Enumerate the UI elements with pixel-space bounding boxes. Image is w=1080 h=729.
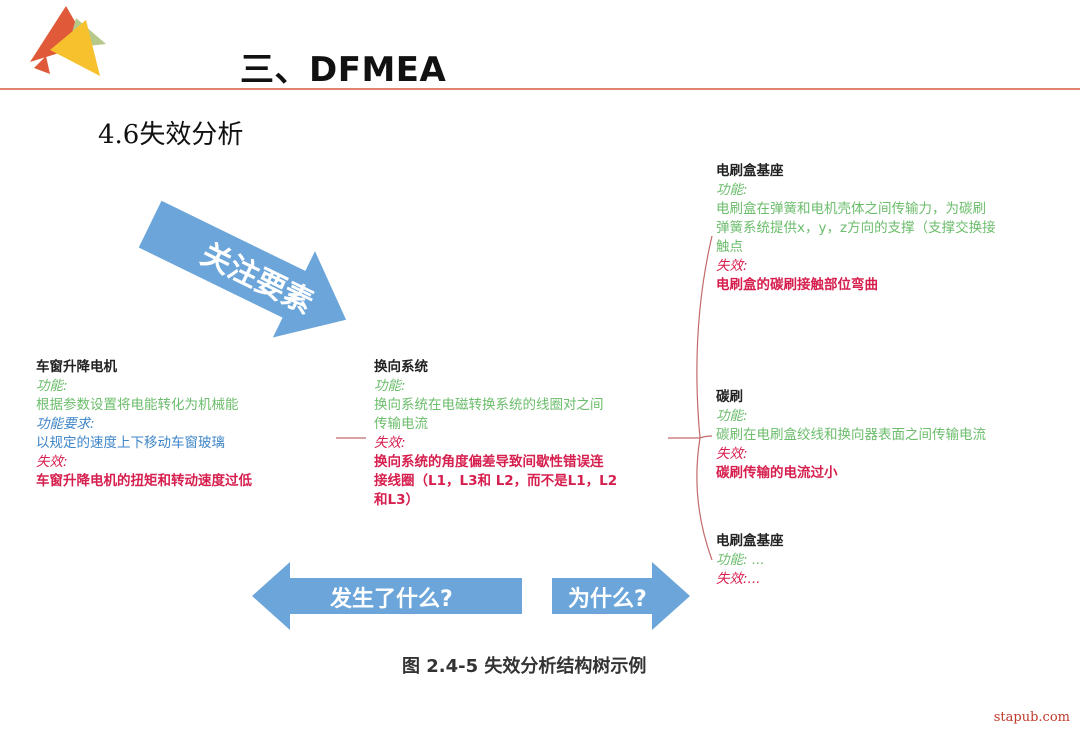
failure-text: 电刷盒的碳刷接触部位弯曲	[716, 277, 878, 293]
connector-center-right	[668, 235, 713, 561]
why-arrow: 为什么?	[552, 562, 690, 630]
header-divider	[0, 88, 1080, 90]
why-label: 为什么?	[568, 587, 647, 612]
failure-text: 车窗升降电机的扭矩和转动速度过低	[36, 473, 252, 489]
triangles-logo-icon	[30, 6, 106, 76]
what-happened-label: 发生了什么?	[329, 586, 453, 612]
failure-label: 失效:	[374, 435, 406, 451]
function-line: 弹簧系统提供x，y，z方向的支撑（支撑交换接	[716, 220, 996, 236]
failure-label: 失效:	[36, 454, 68, 470]
function-label: 功能:	[716, 182, 748, 198]
node-title: 碳刷	[716, 389, 743, 405]
node-title: 电刷盒基座	[716, 163, 784, 179]
function-line: 电刷盒在弹簧和电机壳体之间传输力，为碳刷	[716, 201, 986, 217]
node-brush-holder-base-1: 电刷盒基座 功能: 电刷盒在弹簧和电机壳体之间传输力，为碳刷 弹簧系统提供x，y…	[716, 162, 1066, 295]
node-title: 车窗升降电机	[36, 359, 117, 375]
focus-arrow: 关注要素	[138, 200, 347, 338]
what-happened-arrow: 发生了什么?	[252, 562, 522, 630]
node-title: 电刷盒基座	[716, 533, 784, 549]
function-label: 功能:	[374, 378, 406, 394]
section-title: 4.6失效分析	[98, 120, 244, 150]
requirement-text: 以规定的速度上下移动车窗玻璃	[36, 435, 225, 451]
node-commutation-system: 换向系统 功能: 换向系统在电磁转换系统的线圈对之间 传输电流 失效: 换向系统…	[374, 358, 666, 510]
function-line: 换向系统在电磁转换系统的线圈对之间	[374, 397, 604, 413]
node-window-motor: 车窗升降电机 功能: 根据参数设置将电能转化为机械能 功能要求: 以规定的速度上…	[36, 358, 336, 491]
function-label: 功能: ...	[716, 552, 765, 568]
function-text: 根据参数设置将电能转化为机械能	[36, 397, 239, 413]
figure-caption: 图 2.4-5 失效分析结构树示例	[402, 656, 647, 677]
failure-line: 换向系统的角度偏差导致间歇性错误连	[374, 454, 604, 470]
node-carbon-brush: 碳刷 功能: 碳刷在电刷盒绞线和换向器表面之间传输电流 失效: 碳刷传输的电流过…	[716, 388, 1066, 483]
requirement-label: 功能要求:	[36, 416, 95, 432]
node-brush-holder-base-2: 电刷盒基座 功能: ... 失效:...	[716, 532, 1066, 589]
failure-label: 失效:...	[716, 571, 761, 587]
function-line: 触点	[716, 239, 743, 255]
watermark: stapub.com	[993, 710, 1070, 725]
function-label: 功能:	[36, 378, 68, 394]
function-line: 传输电流	[374, 416, 428, 432]
node-title: 换向系统	[374, 359, 428, 375]
failure-text: 碳刷传输的电流过小	[716, 465, 838, 481]
page-title: 三、DFMEA	[240, 50, 447, 90]
function-text: 碳刷在电刷盒绞线和换向器表面之间传输电流	[716, 427, 986, 443]
function-label: 功能:	[716, 408, 748, 424]
failure-line: 和L3）	[374, 492, 419, 508]
failure-line: 接线圈（L1，L3和 L2，而不是L1，L2	[374, 473, 618, 489]
failure-label: 失效:	[716, 258, 748, 274]
failure-label: 失效:	[716, 446, 748, 462]
